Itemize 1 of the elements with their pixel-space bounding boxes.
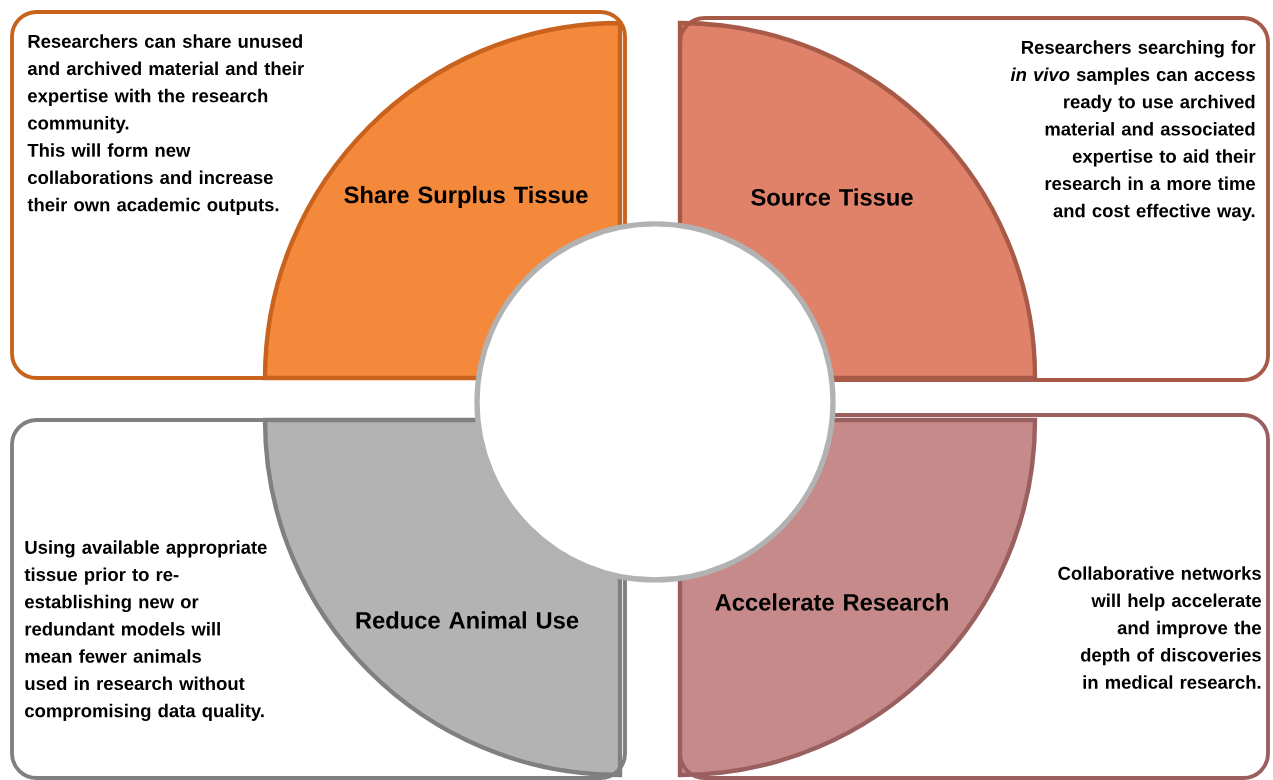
center-circle xyxy=(474,221,836,583)
